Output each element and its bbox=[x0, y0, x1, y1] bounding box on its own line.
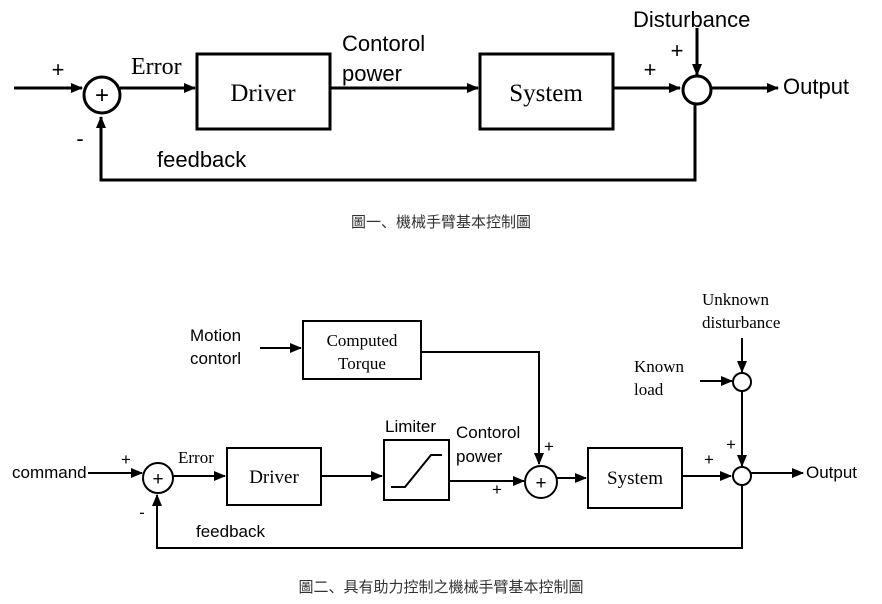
d2-output-junction bbox=[732, 466, 752, 486]
d2-system-box bbox=[587, 447, 683, 509]
d2-control-power-line1: Contorol bbox=[456, 423, 520, 442]
d1-caption: 圖一、機械手臂基本控制圖 bbox=[351, 213, 531, 231]
d2-caption: 圖二、具有助力控制之機械手臂基本控制圖 bbox=[298, 578, 583, 596]
d2-input-plus: + bbox=[121, 450, 131, 469]
d1-control-power-line1: Contorol bbox=[342, 31, 425, 56]
d2-control-power-line2: power bbox=[456, 447, 503, 466]
d1-feedback-path bbox=[96, 104, 697, 182]
d2-motion-control-line2: contorl bbox=[190, 349, 241, 368]
d2-sum-symbol: + bbox=[152, 469, 163, 490]
d2-error-label: Error bbox=[178, 448, 214, 467]
d2-command-label: command bbox=[12, 463, 87, 482]
d2-unknown-disturbance-line2: disturbance bbox=[702, 313, 780, 332]
d1-control-power-line2: power bbox=[342, 61, 402, 86]
d2-computed-torque-box bbox=[302, 320, 422, 380]
d2-feedback-path bbox=[152, 485, 743, 549]
d1-driver-label: Driver bbox=[230, 80, 296, 107]
d2-known-load-line1: Known bbox=[634, 357, 685, 376]
d2-computed-torque-line1: Computed bbox=[327, 331, 398, 350]
d2-driver-label: Driver bbox=[249, 467, 299, 488]
d2-output-label: Output bbox=[806, 463, 857, 482]
d2-limiter-box bbox=[383, 439, 450, 501]
d1-error-label: Error bbox=[131, 54, 182, 80]
diagram-1-text: + + Error Driver Contorol power System D… bbox=[52, 7, 849, 231]
d2-torque-sum-symbol: + bbox=[535, 473, 546, 494]
d2-disturbance-junction bbox=[732, 372, 752, 392]
d2-computed-torque-line2: Torque bbox=[338, 354, 386, 373]
d2-feedback-minus: - bbox=[139, 503, 145, 522]
d2-limiter-label: Limiter bbox=[385, 417, 436, 436]
d1-driver-box bbox=[195, 52, 332, 131]
d2-disturbance-plus: + bbox=[726, 435, 736, 454]
d1-input-plus: + bbox=[52, 57, 65, 82]
d2-unknown-disturbance-line1: Unknown bbox=[702, 290, 770, 309]
d1-summing-junction bbox=[82, 75, 122, 115]
d2-summing-junction bbox=[142, 462, 174, 494]
d1-output-junction bbox=[681, 74, 713, 106]
d1-system-label: System bbox=[509, 80, 583, 107]
d2-torque-plus: + bbox=[544, 437, 554, 456]
d2-system-plus: + bbox=[704, 450, 714, 469]
d1-feedback-minus: - bbox=[76, 126, 83, 151]
d1-sum-symbol: + bbox=[95, 82, 109, 109]
d1-output-label: Output bbox=[783, 74, 849, 99]
d2-known-load-line2: load bbox=[634, 380, 664, 399]
diagram-1 bbox=[14, 28, 779, 182]
d2-limiter-curve-icon bbox=[391, 454, 442, 488]
d1-disturbance-plus: + bbox=[671, 38, 684, 63]
d2-system-label: System bbox=[607, 468, 663, 489]
diagram-2 bbox=[88, 320, 804, 549]
d2-motion-control-line1: Motion bbox=[190, 326, 241, 345]
diagram-2-text: + + Motion contorl Computed Torque Unkno… bbox=[12, 290, 857, 596]
d2-limiter-plus: + bbox=[492, 480, 502, 499]
d2-torque-summing-junction bbox=[524, 465, 558, 499]
d1-feedback-label: feedback bbox=[157, 147, 247, 172]
d1-system-box bbox=[478, 52, 615, 131]
d2-computed-torque-path bbox=[421, 351, 544, 465]
d1-system-plus: + bbox=[644, 57, 657, 82]
d2-feedback-label: feedback bbox=[196, 522, 265, 541]
d1-disturbance-label: Disturbance bbox=[633, 7, 750, 32]
